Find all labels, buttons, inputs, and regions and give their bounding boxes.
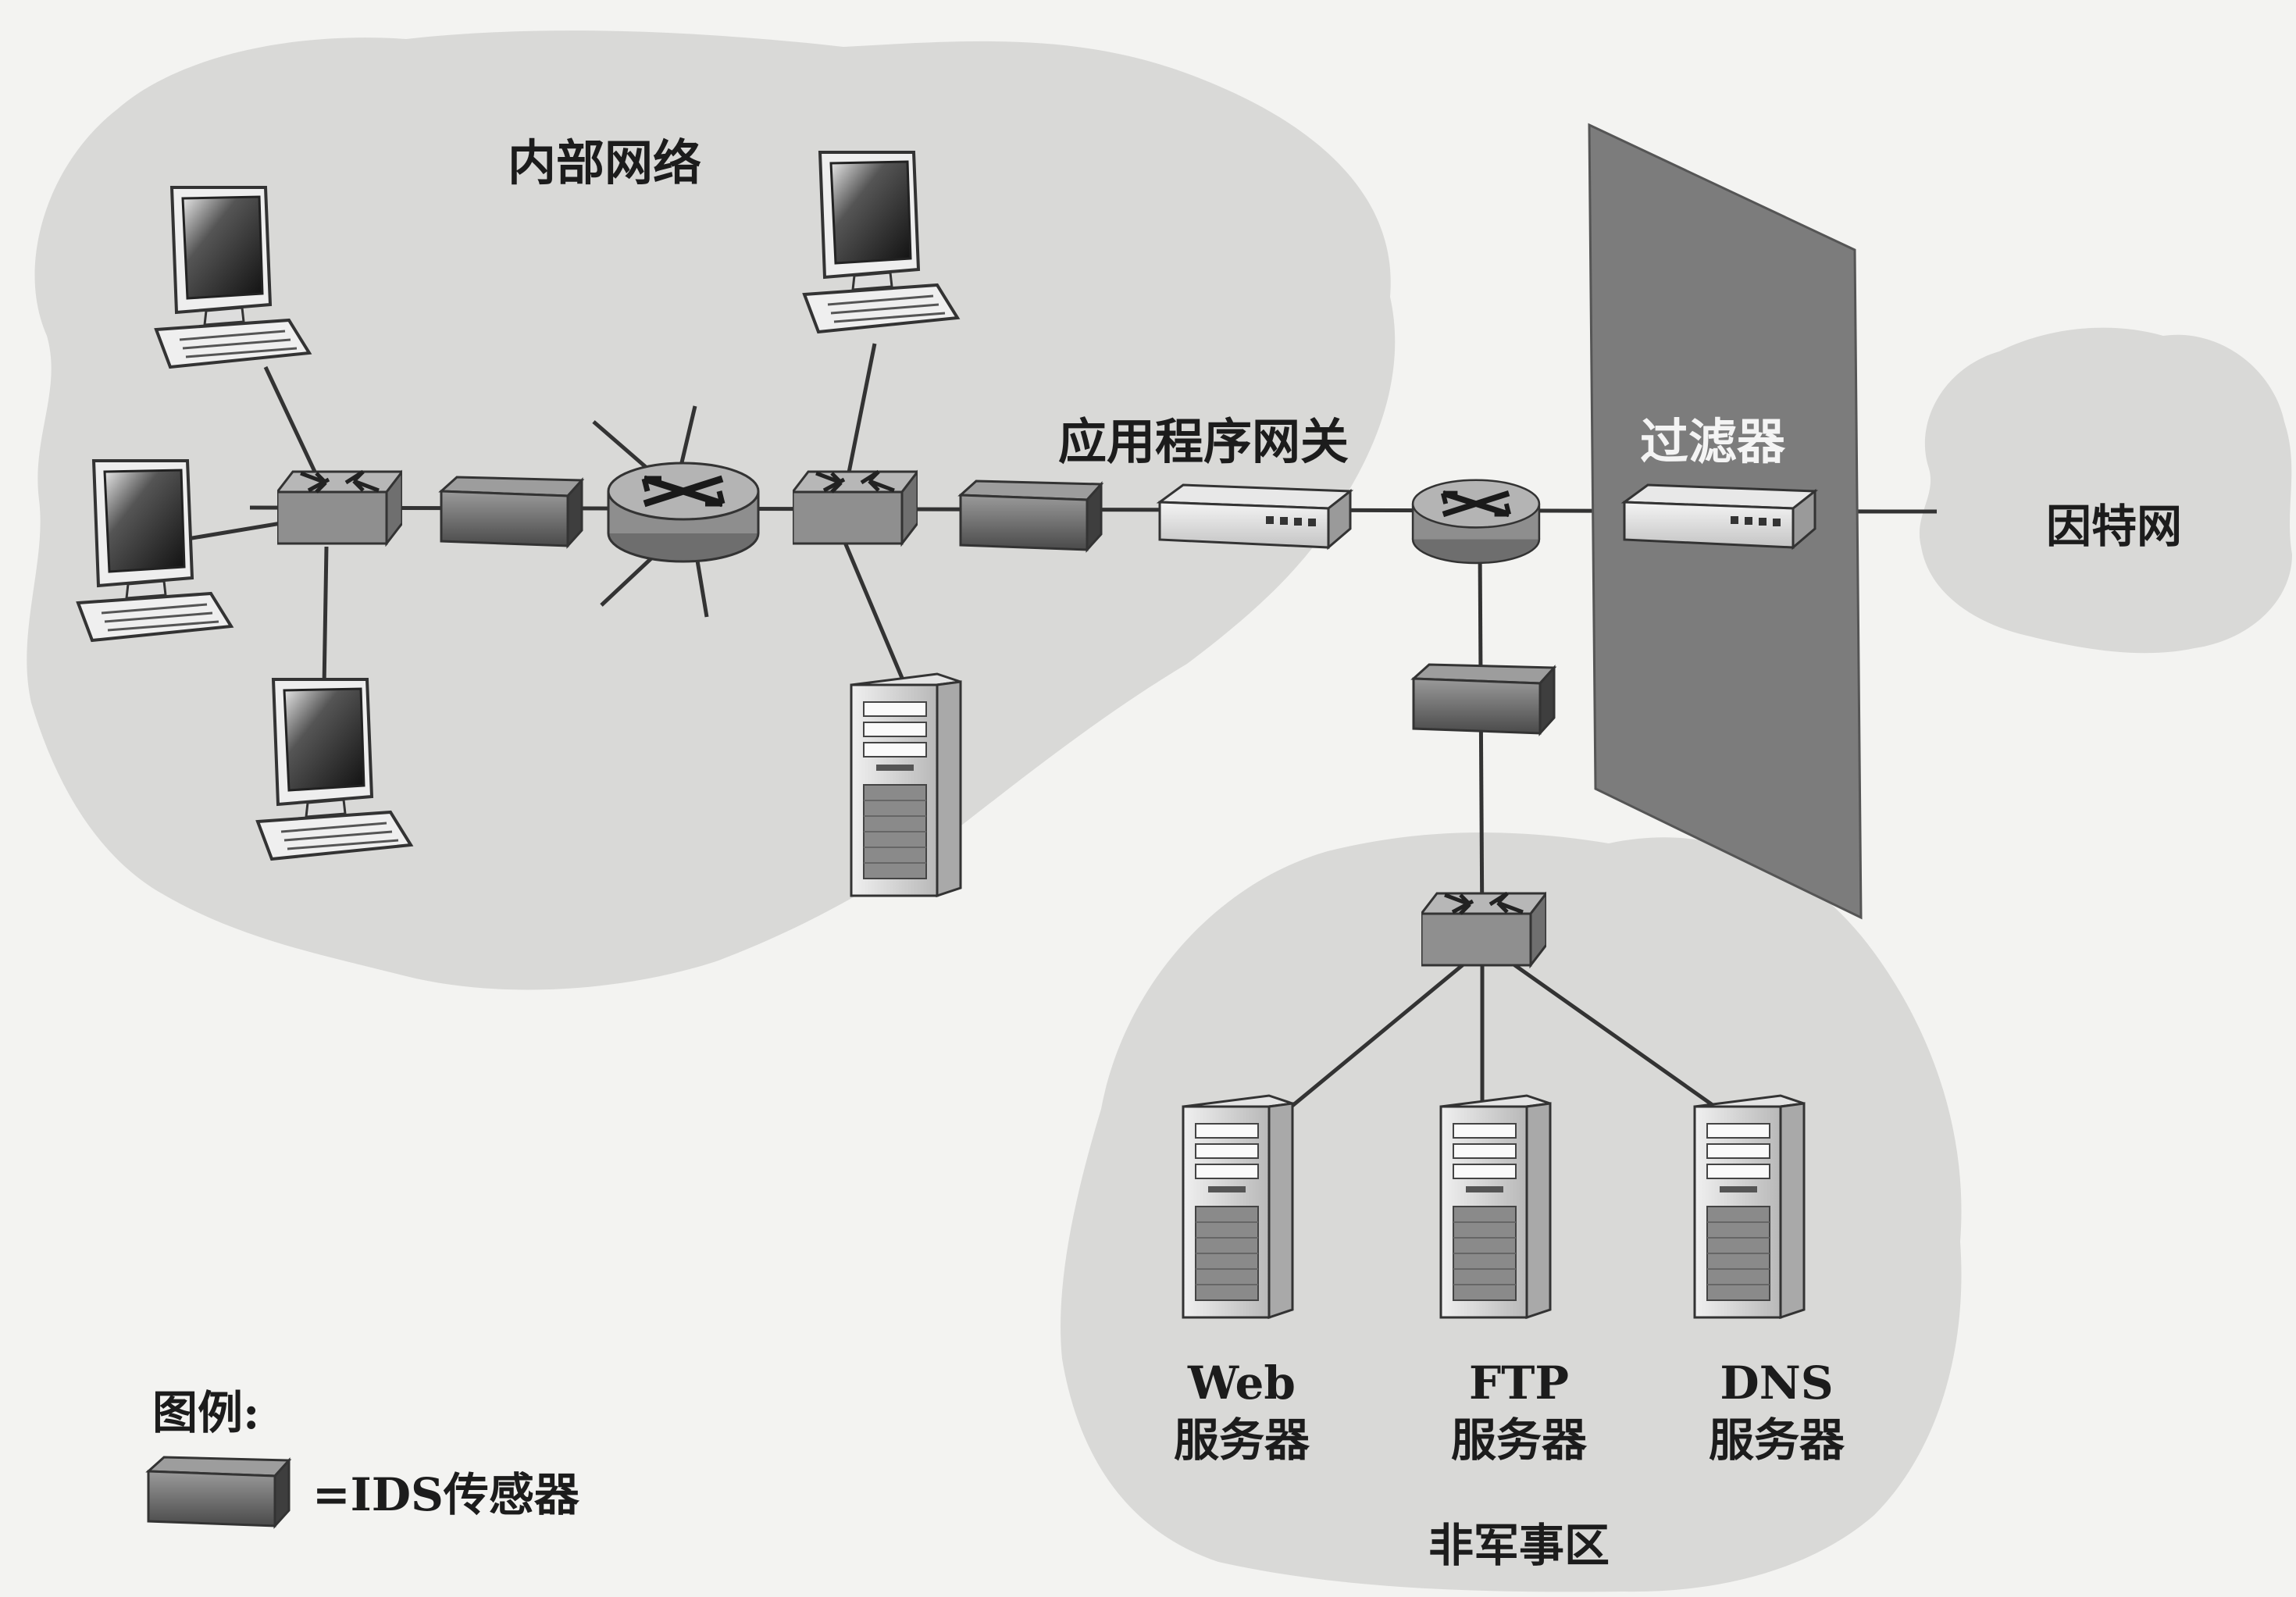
app-gateway-label: 应用程序网关	[1058, 413, 1349, 470]
dns-server-label: DNS 服务器	[1709, 1355, 1845, 1468]
link-switch-server	[841, 538, 908, 688]
legend-title: 图例:	[152, 1386, 260, 1439]
ids-sensor-icon	[1412, 663, 1556, 735]
tower-server-icon	[850, 672, 962, 897]
link-dmz-web	[1287, 947, 1484, 1110]
dmz-label: 非军事区	[1428, 1519, 1610, 1572]
internet-label: 因特网	[2046, 500, 2183, 553]
router-stub-2	[677, 405, 697, 473]
web-server-label-line1: Web	[1188, 1356, 1296, 1410]
router-icon	[1413, 480, 1539, 563]
link-dmz-dns	[1490, 946, 1720, 1111]
internal-network-label: 内部网络	[508, 134, 702, 191]
dns-server-label-line1: DNS	[1720, 1356, 1834, 1410]
dns-server-label-line2: 服务器	[1708, 1413, 1845, 1467]
router-stub-1	[592, 420, 654, 474]
web-server-icon	[1182, 1094, 1294, 1319]
legend-ids-label: =IDS传感器	[312, 1468, 579, 1521]
ethernet-switch-icon	[793, 472, 918, 544]
web-server-label-line2: 服务器	[1173, 1413, 1310, 1467]
ftp-server-label: FTP 服务器	[1451, 1355, 1587, 1468]
ftp-server-label-line2: 服务器	[1450, 1413, 1588, 1467]
dns-server-icon	[1693, 1094, 1806, 1319]
router-icon	[608, 463, 758, 561]
packet-filter-icon	[1623, 483, 1816, 549]
link-switch-pc3	[322, 546, 329, 688]
legend-ids-sensor-icon	[147, 1456, 291, 1527]
link-router-dmz	[1478, 546, 1485, 938]
ids-sensor-icon	[959, 479, 1103, 551]
ftp-server-label-line1: FTP	[1469, 1356, 1569, 1410]
ethernet-switch-icon	[277, 472, 402, 544]
application-gateway-icon	[1158, 483, 1352, 549]
filter-label: 过滤器	[1640, 413, 1786, 470]
ethernet-switch-icon	[1421, 893, 1546, 965]
ftp-server-icon	[1439, 1094, 1552, 1319]
ids-sensor-icon	[440, 476, 583, 547]
web-server-label: Web 服务器	[1174, 1355, 1310, 1468]
internet-cloud	[1919, 327, 2292, 654]
